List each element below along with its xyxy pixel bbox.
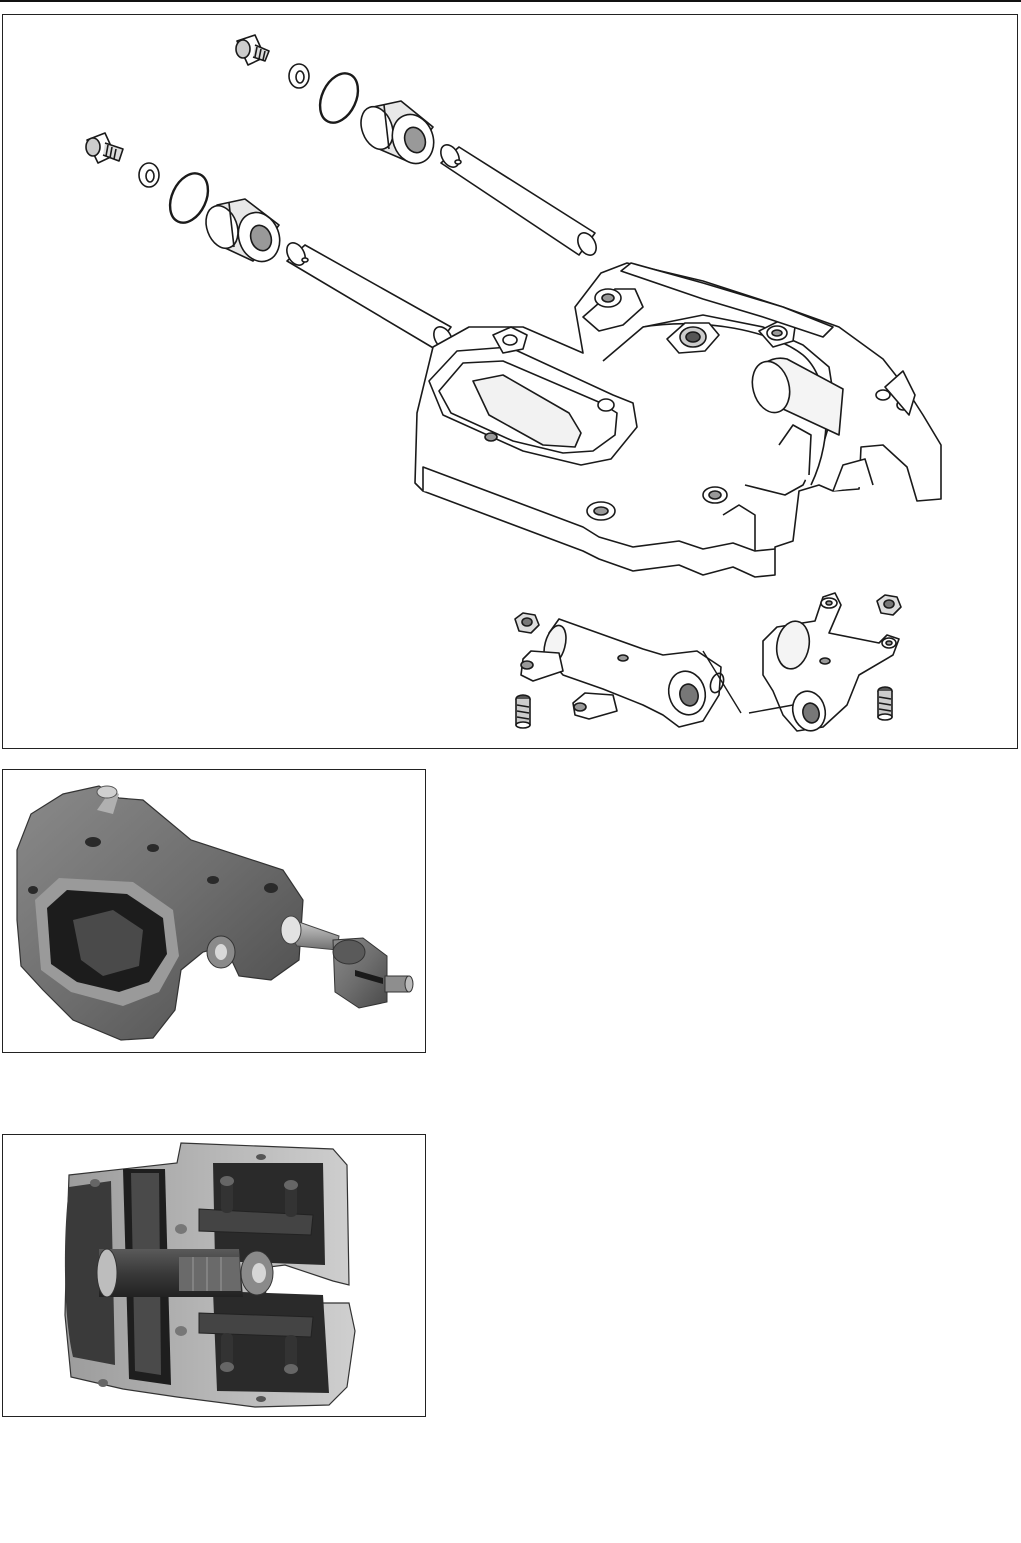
cap-screw-left xyxy=(516,695,530,728)
rocker-shaft-assembly xyxy=(97,1249,273,1297)
cap-screw-right xyxy=(878,687,892,720)
bushing-photo xyxy=(333,938,413,1008)
o-ring-upper xyxy=(313,67,366,128)
washer-upper xyxy=(289,64,309,88)
housing-casting xyxy=(17,786,303,1040)
bushing-upper xyxy=(355,101,440,169)
screw-plug-lower xyxy=(86,133,123,163)
hex-nut-right xyxy=(877,595,901,615)
housing-removal-photo-image xyxy=(3,770,425,1052)
rocker-arm-housing xyxy=(415,263,941,577)
top-rule xyxy=(0,0,1021,2)
bushing-lower xyxy=(200,199,286,267)
shaft-upper xyxy=(437,142,600,259)
rocker-arm-left xyxy=(521,619,726,727)
housing-interior-photo xyxy=(2,1134,426,1417)
screw-plug-upper xyxy=(236,35,269,65)
exploded-view-drawing xyxy=(3,15,1017,748)
washer-lower xyxy=(139,163,159,187)
hex-nut-left xyxy=(515,613,539,633)
exploded-view-figure xyxy=(2,14,1018,749)
housing-interior-photo-image xyxy=(3,1135,425,1416)
housing-removal-photo xyxy=(2,769,426,1053)
shaft-lower xyxy=(283,240,456,353)
